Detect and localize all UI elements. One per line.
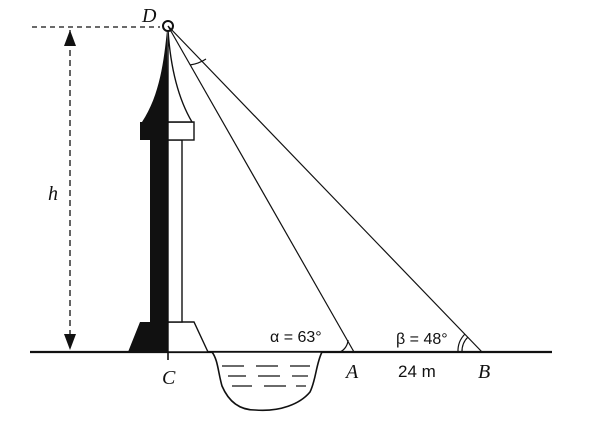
sight-line-a [167,25,355,353]
tower [128,20,210,360]
label-beta: β = 48° [396,331,448,348]
label-b: B [478,361,490,383]
height-arrow-top [64,30,76,46]
label-a: A [344,361,359,383]
angle-beta-arc-outer [457,333,466,353]
height-arrow-bottom [64,334,76,350]
water-ripples [222,365,310,387]
label-h: h [48,183,58,205]
angle-top-arc [189,58,207,66]
angle-alpha-arc [339,339,349,353]
water-hollow [210,351,324,412]
sight-line-b [167,25,483,353]
angle-beta-arc-inner [461,336,469,353]
label-distance: 24 m [398,362,436,381]
label-alpha: α = 63° [270,329,322,346]
label-c: C [162,367,176,389]
label-d: D [141,5,157,27]
